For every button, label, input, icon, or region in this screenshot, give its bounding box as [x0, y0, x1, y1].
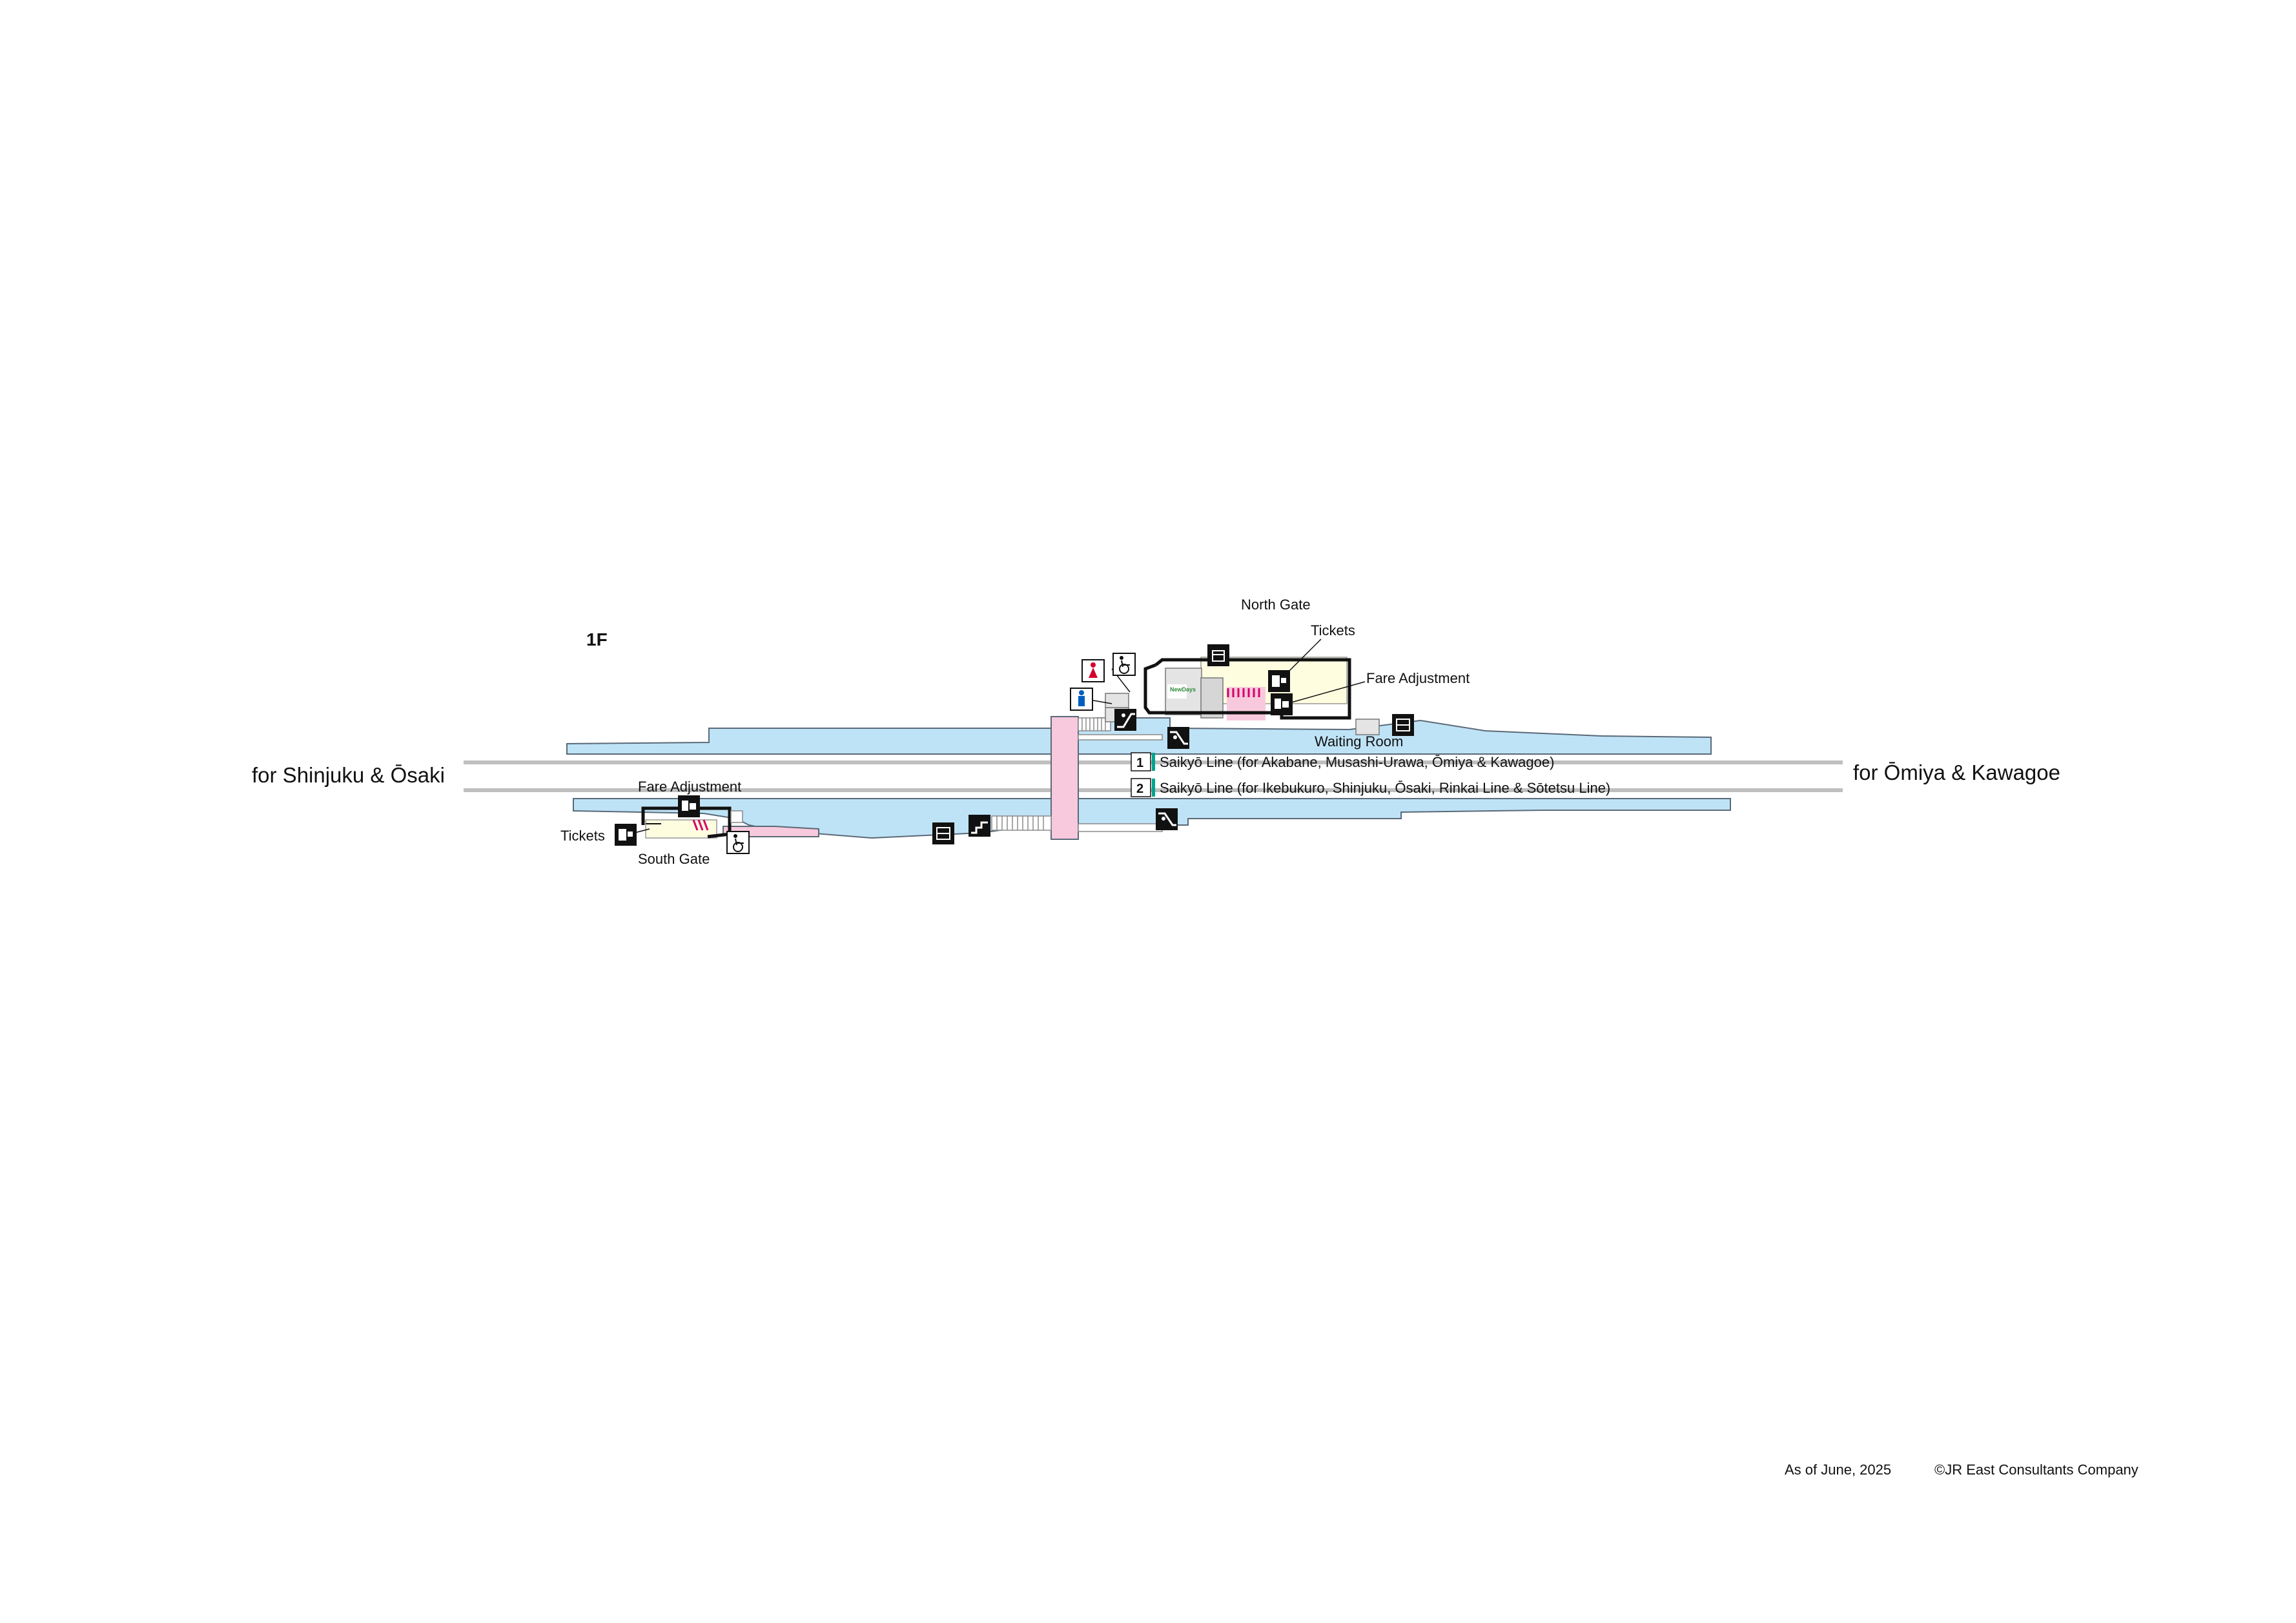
track-1-label: Saikyō Line (for Akabane, Musashi-Urawa,… [1160, 754, 1554, 770]
direction-right: for Ōmiya & Kawagoe [1853, 760, 2060, 784]
locker-icon [932, 822, 954, 844]
ticket-machine-icon [1268, 670, 1290, 692]
locker-icon [1392, 714, 1414, 736]
wheelchair-icon [1112, 653, 1136, 676]
wheelchair-icon [726, 831, 750, 854]
floor-label: 1F [586, 629, 608, 649]
concourse-bridge [1051, 716, 1079, 840]
newdays-logo: NewDays [1170, 686, 1196, 693]
shop-icon [1207, 644, 1229, 666]
as-of-date: As of June, 2025 [1785, 1462, 1891, 1478]
stairs-icon [969, 815, 990, 837]
stairs-south [991, 815, 1163, 832]
waiting-room-label: Waiting Room [1315, 733, 1403, 750]
fare-adjustment-icon [678, 795, 700, 817]
south-gate-label: South Gate [638, 851, 710, 867]
direction-left: for Shinjuku & Ōsaki [252, 763, 445, 787]
escalator-icon [1167, 727, 1189, 749]
track-number: 1 [1136, 756, 1143, 770]
fare-adjustment-icon [1271, 693, 1293, 715]
ticket-machine-icon [615, 824, 637, 846]
track-2-marker: 2 [1131, 778, 1155, 797]
stairs-north [1078, 717, 1163, 740]
track-number: 2 [1136, 782, 1143, 796]
fare-adjustment-north-label: Fare Adjustment [1366, 670, 1470, 686]
track-2-label: Saikyō Line (for Ikebukuro, Shinjuku, Ōs… [1160, 780, 1610, 796]
escalator-icon [1156, 808, 1178, 830]
fare-adjustment-south-label: Fare Adjustment [638, 779, 741, 795]
track-1-marker: 1 [1131, 752, 1155, 771]
tickets-north-label: Tickets [1311, 622, 1355, 638]
south-gate-building [641, 806, 743, 839]
north-gate-label: North Gate [1241, 597, 1311, 613]
copyright: ©JR East Consultants Company [1934, 1462, 2138, 1478]
toilet-female-icon [1081, 659, 1105, 682]
escalator-icon [1114, 709, 1136, 731]
tickets-south-label: Tickets [560, 828, 605, 844]
toilet-male-icon [1070, 688, 1093, 711]
